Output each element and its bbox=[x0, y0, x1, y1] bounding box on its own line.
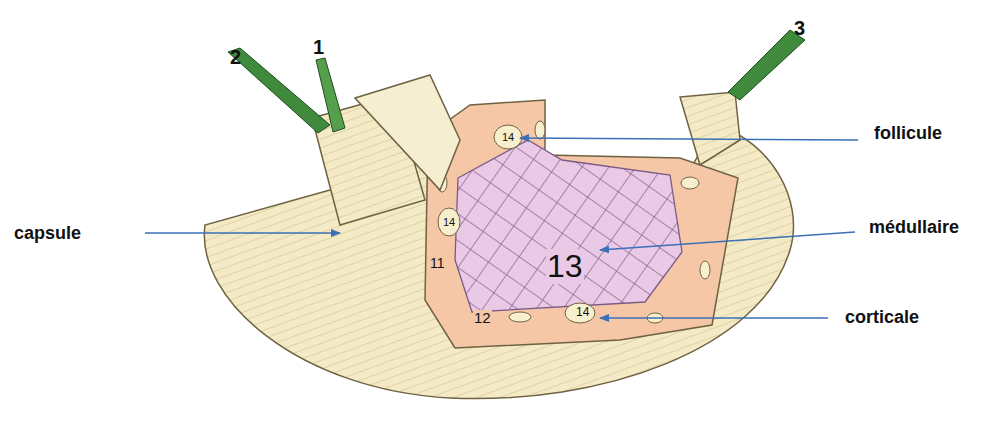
callout-number: 13 bbox=[546, 249, 584, 284]
callout-number: 3 bbox=[793, 17, 806, 39]
callout-number: 14 bbox=[442, 216, 456, 228]
part-label: corticale bbox=[844, 308, 920, 328]
callout-number: 14 bbox=[501, 131, 515, 143]
callout-number: 1 bbox=[312, 36, 325, 58]
part-label: médullaire bbox=[868, 218, 960, 238]
part-label: follicule bbox=[873, 124, 943, 144]
callout-number: 2 bbox=[229, 46, 242, 68]
callout-number: 11 bbox=[429, 256, 446, 271]
part-label: capsule bbox=[13, 224, 82, 244]
callout-number: 12 bbox=[473, 310, 492, 327]
callout-number: 14 bbox=[575, 306, 590, 319]
